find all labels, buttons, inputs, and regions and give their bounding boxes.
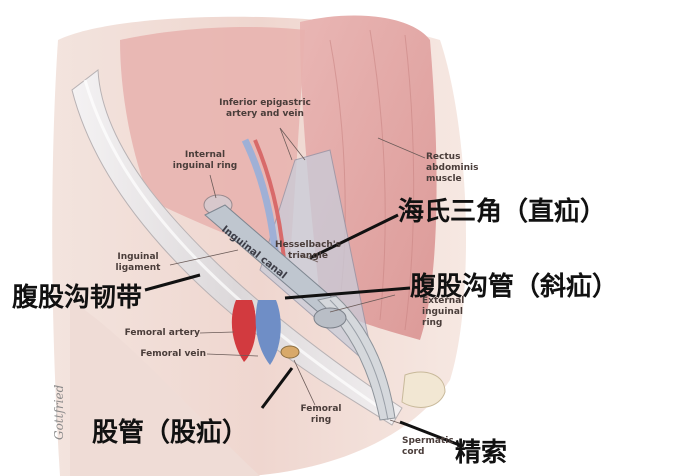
label-inferior-epigastric: Inferior epigastric artery and vein: [219, 98, 311, 119]
artist-signature: Gottfried: [52, 384, 66, 440]
label-zh-inguinal-canal: 腹股沟管（斜疝）: [410, 272, 619, 302]
transversus-muscle: [120, 27, 305, 261]
label-external-inguinal-ring: External inguinal ring: [422, 296, 465, 328]
label-spermatic-cord: Spermatic cord: [402, 436, 454, 457]
femoral-ring: [280, 345, 300, 359]
spermatic-cord: [316, 295, 396, 421]
label-hesselbach-triangle: Hesselbach's triangle: [275, 240, 341, 261]
femoral-vein: [255, 300, 281, 365]
label-zh-inguinal-ligament: 腹股沟韧带: [12, 283, 143, 313]
label-femoral-ring: Femoral ring: [300, 404, 342, 425]
pubic-tubercle: [401, 371, 446, 408]
label-internal-inguinal-ring: Internal inguinal ring: [172, 150, 238, 171]
inferior-epigastric-vessels: [241, 138, 280, 261]
label-zh-femoral-canal: 股管（股疝）: [92, 418, 249, 448]
chinese-label-pointers: [144, 213, 463, 448]
label-femoral-artery: Femoral artery: [124, 328, 200, 338]
label-zh-spermatic-cord: 精索: [455, 438, 508, 468]
inguinal-ligament-band: [71, 69, 403, 426]
label-rectus-abdominis: Rectus abdominis muscle: [426, 152, 479, 184]
label-zh-hesselbach: 海氏三角（直疝）: [398, 197, 607, 227]
femoral-artery: [231, 300, 257, 362]
external-inguinal-ring: [313, 307, 347, 329]
thigh-skin: [70, 300, 260, 476]
label-inguinal-ligament: Inguinal ligament: [115, 252, 161, 273]
label-femoral-vein: Femoral vein: [140, 349, 206, 359]
